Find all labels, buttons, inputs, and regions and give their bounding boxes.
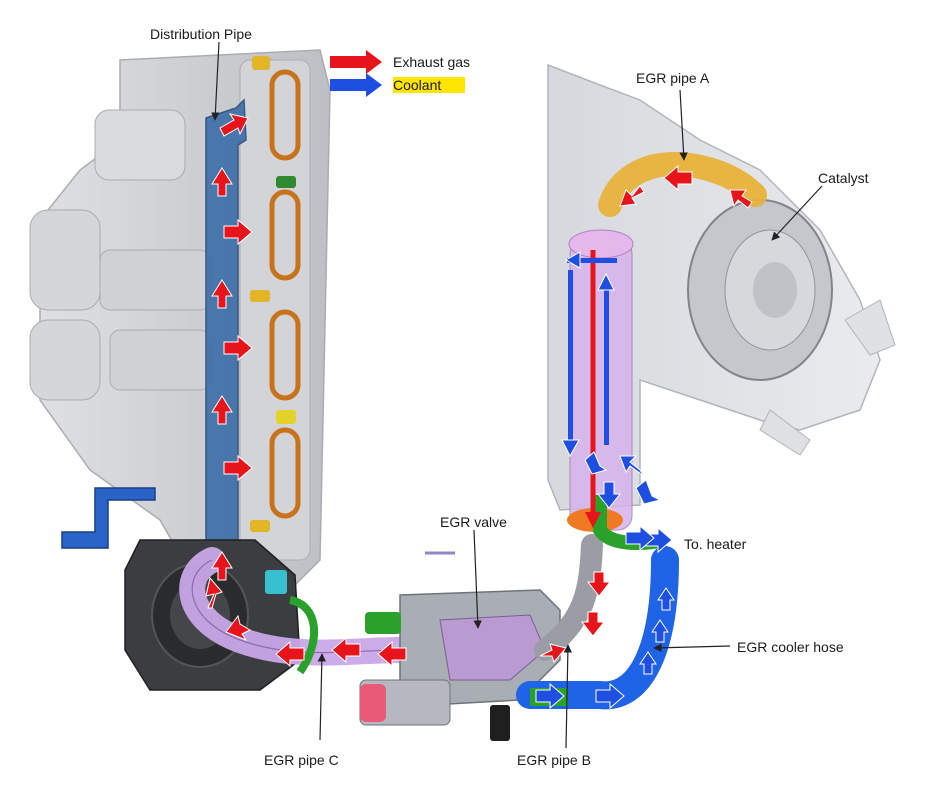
label-egr-pipe-a: EGR pipe A — [636, 70, 710, 86]
legend-exhaust: Exhaust gas — [387, 54, 470, 70]
catalyst-body — [687, 199, 833, 381]
label-catalyst: Catalyst — [818, 170, 869, 186]
mount-bracket — [61, 487, 156, 549]
exhaust-legend-arrow — [330, 50, 382, 74]
legend-arrows — [330, 50, 382, 97]
label-egr-valve: EGR valve — [440, 514, 507, 530]
egr-pipe-a — [598, 152, 767, 217]
label-egr-cooler-hose: EGR cooler hose — [737, 639, 844, 655]
green-hose-left — [288, 596, 319, 675]
egr-valve-body — [359, 551, 561, 741]
leader-lines — [211, 41, 823, 749]
engine-head-left — [29, 49, 331, 601]
coolant-flow-arrows — [535, 251, 675, 710]
exhaust-flow-arrows — [205, 113, 753, 668]
coolant-legend-arrow — [330, 73, 382, 97]
port-gaskets — [269, 69, 301, 519]
label-egr-pipe-b: EGR pipe B — [517, 752, 591, 768]
egr-cooler-core — [567, 229, 634, 532]
legend-coolant: Coolant — [387, 77, 466, 93]
legend-coolant-label: Coolant — [393, 77, 466, 93]
port-plugs — [250, 56, 296, 532]
legend-exhaust-label: Exhaust gas — [393, 54, 471, 70]
egr-pipe-b — [534, 534, 603, 661]
label-to-heater: To. heater — [684, 536, 747, 552]
label-egr-pipe-c: EGR pipe C — [264, 752, 339, 768]
label-distribution-pipe: Distribution Pipe — [150, 26, 252, 42]
